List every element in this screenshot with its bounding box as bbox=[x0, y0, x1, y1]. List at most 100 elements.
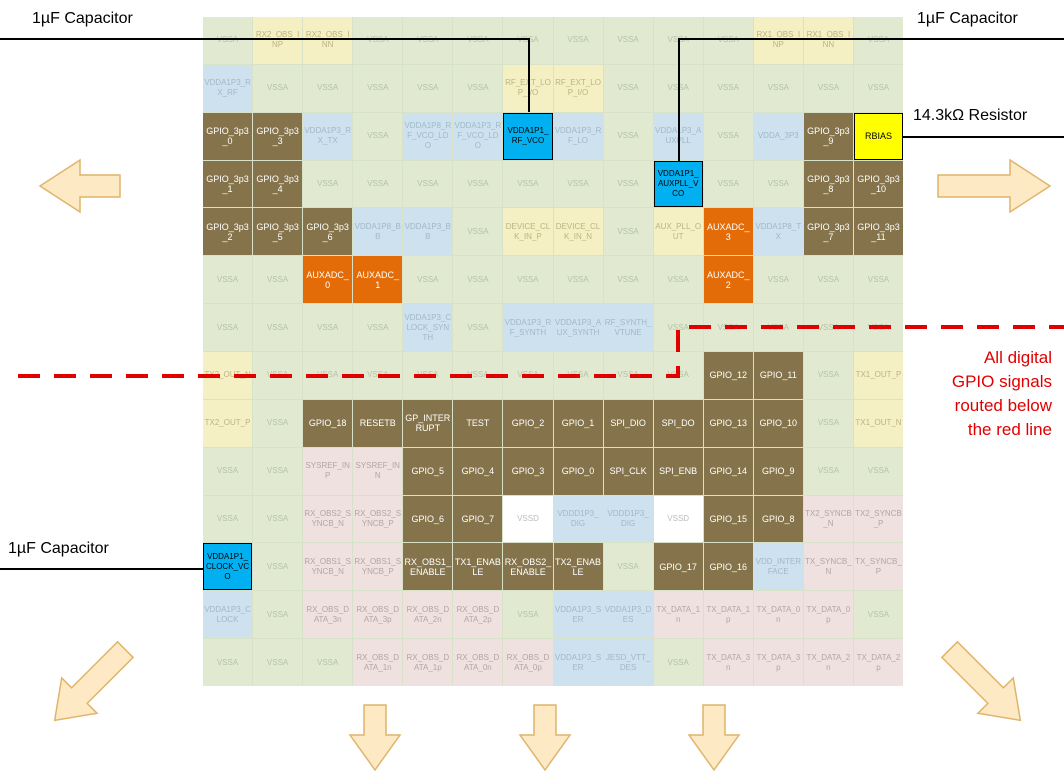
pin-vssa: VSSA bbox=[353, 160, 403, 208]
pin-gpio-8: GPIO_8 bbox=[753, 495, 803, 543]
pin-vdda1p8-tx: VDDA1P8_TX bbox=[753, 208, 803, 256]
pin-vssa: VSSA bbox=[703, 64, 753, 112]
pin-device-clk-in-p: DEVICE_CLK_IN_P bbox=[503, 208, 553, 256]
pin-rx-obs-data-0p: RX_OBS_DATA_0p bbox=[503, 639, 553, 686]
label-cap-top-right: 1µF Capacitor bbox=[917, 10, 1018, 27]
pin-gpio-10: GPIO_10 bbox=[753, 399, 803, 447]
pin-auxadc-1: AUXADC_1 bbox=[353, 256, 403, 304]
pin-tx2-syncb-p: TX2_SYNCB_P bbox=[853, 495, 903, 543]
pin-vssa: VSSA bbox=[703, 160, 753, 208]
pin-rx-obs1-syncb-p: RX_OBS1_SYNCB_P bbox=[353, 543, 403, 591]
pin-vssa: VSSA bbox=[553, 17, 603, 64]
pin-tx-data-0n: TX_DATA_0n bbox=[753, 591, 803, 639]
pin-tx2-syncb-n: TX2_SYNCB_N bbox=[803, 495, 853, 543]
pin-vssa: VSSA bbox=[603, 208, 653, 256]
pin-gpio-3p3-5: GPIO_3p3_5 bbox=[253, 208, 303, 256]
arrow-left-icon bbox=[38, 158, 121, 214]
pin-vdda1p3-ser: VDDA1P3_SER bbox=[553, 591, 603, 639]
pin-vddd1p3-dig: VDDD1P3_DIG bbox=[603, 495, 653, 543]
pin-vssa: VSSA bbox=[803, 64, 853, 112]
pin-vdda-3p3: VDDA_3P3 bbox=[753, 112, 803, 160]
pin-vssa: VSSA bbox=[353, 112, 403, 160]
pin-vdda1p1-rf-vco: VDDA1P1_RF_VCO bbox=[503, 112, 553, 160]
pin-spi-clk: SPI_CLK bbox=[603, 447, 653, 495]
pin-vssa: VSSA bbox=[303, 639, 353, 686]
pin-vssd: VSSD bbox=[503, 495, 553, 543]
pin-vdda1p1-clock-vco: VDDA1P1_CLOCK_VCO bbox=[203, 543, 253, 591]
pin-vssa: VSSA bbox=[853, 447, 903, 495]
pin-vdda1p3-des: VDDA1P3_DES bbox=[603, 591, 653, 639]
pin-vssa: VSSA bbox=[753, 256, 803, 304]
pin-gpio-18: GPIO_18 bbox=[303, 399, 353, 447]
pin-vssa: VSSA bbox=[603, 543, 653, 591]
pin-tx-data-2p: TX_DATA_2p bbox=[853, 639, 903, 686]
pin-gpio-5: GPIO_5 bbox=[403, 447, 453, 495]
arrow-right-icon bbox=[937, 158, 1052, 214]
pin-gpio-15: GPIO_15 bbox=[703, 495, 753, 543]
pin-vssa: VSSA bbox=[203, 304, 253, 351]
pin-vdda1p3-clock: VDDA1P3_CLOCK bbox=[203, 591, 253, 639]
pin-tx2-out-p: TX2_OUT_P bbox=[203, 399, 253, 447]
pin-vssa: VSSA bbox=[203, 639, 253, 686]
pin-vssa: VSSA bbox=[753, 160, 803, 208]
pin-spi-do: SPI_DO bbox=[653, 399, 703, 447]
pin-tx2-enable: TX2_ENABLE bbox=[553, 543, 603, 591]
pin-gp-interrupt: GP_INTERRUPT bbox=[403, 399, 453, 447]
pin-rx-obs-data-3n: RX_OBS_DATA_3n bbox=[303, 591, 353, 639]
pin-rx-obs2-syncb-n: RX_OBS2_SYNCB_N bbox=[303, 495, 353, 543]
pin-vssa: VSSA bbox=[803, 256, 853, 304]
pin-tx-data-1p: TX_DATA_1p bbox=[703, 591, 753, 639]
pin-vssa: VSSA bbox=[503, 256, 553, 304]
pin-vssa: VSSA bbox=[853, 256, 903, 304]
red-note-line-1: All digital bbox=[983, 348, 1052, 367]
pin-rx-obs-data-0n: RX_OBS_DATA_0n bbox=[453, 639, 503, 686]
pin-gpio-14: GPIO_14 bbox=[703, 447, 753, 495]
pin-gpio-3p3-1: GPIO_3p3_1 bbox=[203, 160, 253, 208]
pin-vssa: VSSA bbox=[253, 591, 303, 639]
pin-vdda1p3-rx-tx: VDDA1P3_RX_TX bbox=[303, 112, 353, 160]
pin-vssa: VSSA bbox=[603, 256, 653, 304]
pin-gpio-3p3-9: GPIO_3p3_9 bbox=[803, 112, 853, 160]
pin-vdda1p3-aux-synth: VDDA1P3_AUX_SYNTH bbox=[553, 304, 603, 351]
pin-vdda1p3-rf-vco-ldo: VDDA1P3_RF_VCO_LDO bbox=[453, 112, 503, 160]
pin-vdda1p3-clock-synth: VDDA1P3_CLOCK_SYNTH bbox=[403, 304, 453, 351]
arrow-down-icon-3 bbox=[687, 704, 741, 772]
pin-gpio-3p3-3: GPIO_3p3_3 bbox=[253, 112, 303, 160]
pin-vssa: VSSA bbox=[653, 639, 703, 686]
pin-vssa: VSSA bbox=[703, 112, 753, 160]
pin-gpio-2: GPIO_2 bbox=[503, 399, 553, 447]
pin-vssd: VSSD bbox=[653, 495, 703, 543]
pin-auxadc-2: AUXADC_2 bbox=[703, 256, 753, 304]
pin-vssa: VSSA bbox=[453, 208, 503, 256]
pin-vssa: VSSA bbox=[553, 256, 603, 304]
pin-tx1-out-p: TX1_OUT_P bbox=[853, 352, 903, 399]
pin-vssa: VSSA bbox=[253, 543, 303, 591]
pin-tx-data-2n: TX_DATA_2n bbox=[803, 639, 853, 686]
pin-rx-obs-data-2n: RX_OBS_DATA_2n bbox=[403, 591, 453, 639]
pin-vssa: VSSA bbox=[203, 495, 253, 543]
pin-vssa: VSSA bbox=[453, 64, 503, 112]
leader-line-cap-top-left bbox=[0, 38, 530, 112]
pin-gpio-3p3-8: GPIO_3p3_8 bbox=[803, 160, 853, 208]
arrow-down-icon-1 bbox=[348, 704, 402, 772]
pin-gpio-17: GPIO_17 bbox=[653, 543, 703, 591]
leader-line-cap-top-right bbox=[678, 38, 1064, 162]
pin-tx-data-3p: TX_DATA_3p bbox=[753, 639, 803, 686]
pin-device-clk-in-n: DEVICE_CLK_IN_N bbox=[553, 208, 603, 256]
pin-tx1-enable: TX1_ENABLE bbox=[453, 543, 503, 591]
pin-gpio-11: GPIO_11 bbox=[753, 352, 803, 399]
pin-auxadc-3: AUXADC_3 bbox=[703, 208, 753, 256]
pin-vssa: VSSA bbox=[803, 447, 853, 495]
pin-vssa: VSSA bbox=[853, 591, 903, 639]
pin-rf-synth-vtune: RF_SYNTH_VTUNE bbox=[603, 304, 653, 351]
pin-gpio-9: GPIO_9 bbox=[753, 447, 803, 495]
pin-vdda1p8-bb: VDDA1P8_BB bbox=[353, 208, 403, 256]
red-note-line-4: the red line bbox=[967, 420, 1052, 439]
label-cap-top-left: 1µF Capacitor bbox=[32, 10, 133, 27]
pin-vssa: VSSA bbox=[603, 112, 653, 160]
pin-gpio-12: GPIO_12 bbox=[703, 352, 753, 399]
pin-vssa: VSSA bbox=[253, 64, 303, 112]
pin-jesd-vtt-des: JESD_VTT_DES bbox=[603, 639, 653, 686]
pin-sysref-inn: SYSREF_INN bbox=[353, 447, 403, 495]
label-cap-left: 1µF Capacitor bbox=[8, 540, 109, 557]
